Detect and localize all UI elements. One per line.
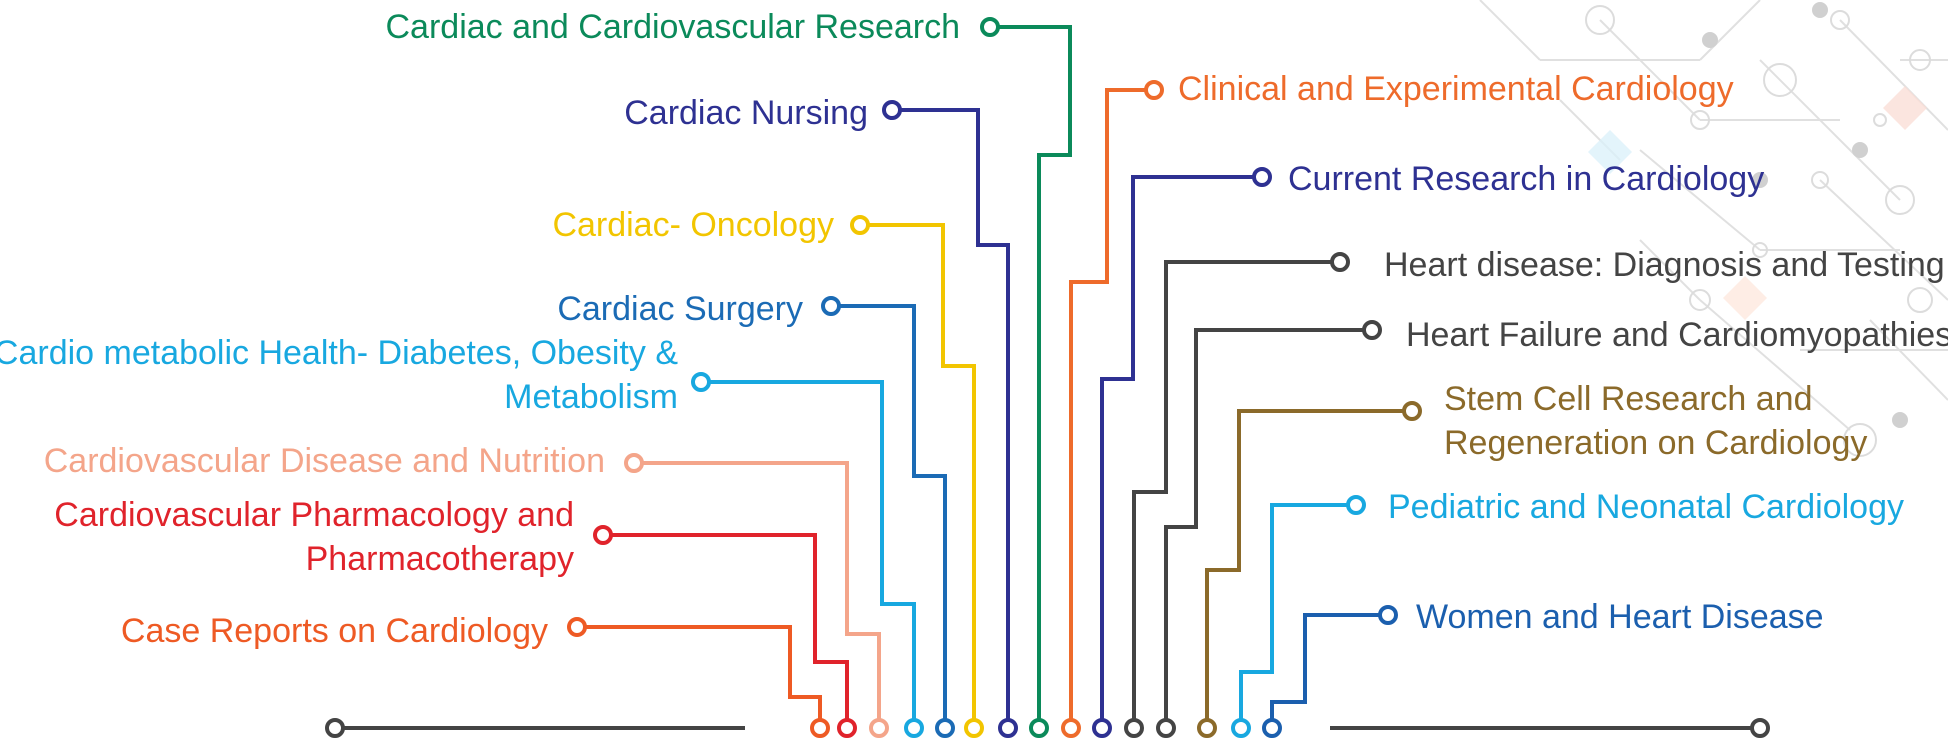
topic-label-line: Stem Cell Research and [1444,380,1813,418]
baseline-node-pediatric [1231,718,1251,738]
topic-label-line: Women and Heart Disease [1416,598,1824,636]
topic-label-pediatric: Pediatric and Neonatal Cardiology [1388,488,1904,526]
label-node-heart-failure [1362,320,1382,340]
baseline-node-heart-disease-diagnosis [1124,718,1144,738]
topic-label-cardiovascular-research: Cardiac and Cardiovascular Research [386,8,961,46]
label-node-clinical-experimental [1144,80,1164,100]
topic-label-line: Pediatric and Neonatal Cardiology [1388,488,1904,526]
label-node-stem-cell [1402,401,1422,421]
topic-label-line: Cardiovascular Pharmacology and [54,496,574,534]
connector-current-research [1100,175,1262,728]
topic-label-line: Metabolism [504,378,678,416]
label-node-case-reports [567,617,587,637]
connector-stem-cell [1205,409,1412,728]
baseline-node-cardiac-nursing [998,718,1018,738]
baseline-node-cardiac-oncology [964,718,984,738]
label-node-cardio-metabolic [691,372,711,392]
topic-label-line: Pharmacotherapy [306,540,574,578]
baseline-node-women-heart [1262,718,1282,738]
topic-label-cardiac-surgery: Cardiac Surgery [557,290,803,328]
label-node-pharmacology [593,525,613,545]
label-node-disease-nutrition [624,453,644,473]
topic-label-line: Regeneration on Cardiology [1444,424,1867,462]
topic-label-line: Heart Failure and Cardiomyopathies [1406,316,1948,354]
label-node-cardiac-oncology [850,215,870,235]
topic-label-heart-failure: Heart Failure and Cardiomyopathies [1406,316,1948,354]
label-node-cardiac-surgery [821,296,841,316]
connector-cardiovascular-research [990,25,1072,728]
connector-heart-disease-diagnosis [1132,260,1340,728]
connector-cardio-metabolic [701,380,916,728]
baseline-node-case-reports [810,718,830,738]
connector-cardiac-oncology [860,223,976,728]
topic-label-current-research: Current Research in Cardiology [1288,160,1764,198]
topic-label-heart-disease-diagnosis: Heart disease: Diagnosis and Testing [1384,246,1945,284]
label-node-pediatric [1346,495,1366,515]
topic-label-line: Cardiac and Cardiovascular Research [386,8,961,46]
connector-pharmacology [603,533,849,728]
baseline-node-cardio-metabolic [904,718,924,738]
topic-label-line: Cardiovascular Disease and Nutrition [44,442,605,480]
connector-cardiac-nursing [892,108,1010,728]
topic-label-cardiac-oncology: Cardiac- Oncology [552,206,834,244]
topic-label-cardiac-nursing: Cardiac Nursing [624,94,868,132]
topic-label-line: Current Research in Cardiology [1288,160,1764,198]
topic-label-case-reports: Case Reports on Cardiology [121,612,548,650]
topic-label-line: Heart disease: Diagnosis and Testing [1384,246,1945,284]
connector-heart-failure [1164,328,1372,728]
topic-label-disease-nutrition: Cardiovascular Disease and Nutrition [44,442,605,480]
baseline-node-stem-cell [1197,718,1217,738]
baseline-right-endpoint [1750,718,1770,738]
topic-label-line: Cardiac- Oncology [552,206,834,244]
connector-pediatric [1239,503,1356,728]
topic-label-line: Cardiac Nursing [624,94,868,132]
connector-case-reports [577,625,822,728]
baseline-left-endpoint [325,718,345,738]
baseline-node-cardiovascular-research [1029,718,1049,738]
label-node-heart-disease-diagnosis [1330,252,1350,272]
label-node-current-research [1252,167,1272,187]
baseline-node-disease-nutrition [869,718,889,738]
topic-label-line: Clinical and Experimental Cardiology [1178,70,1734,108]
topic-label-clinical-experimental: Clinical and Experimental Cardiology [1178,70,1734,108]
label-node-women-heart [1378,605,1398,625]
topic-label-line: Case Reports on Cardiology [121,612,548,650]
label-node-cardiovascular-research [980,17,1000,37]
baseline-node-cardiac-surgery [935,718,955,738]
connector-disease-nutrition [634,461,881,728]
baseline-node-heart-failure [1156,718,1176,738]
connector-cardiac-surgery [831,304,947,728]
baseline-node-current-research [1092,718,1112,738]
topic-label-line: Cardiac Surgery [557,290,803,328]
connector-clinical-experimental [1069,88,1154,728]
topic-label-cardio-metabolic: Cardio metabolic Health- Diabetes, Obesi… [0,334,678,416]
baseline-node-pharmacology [837,718,857,738]
connector-women-heart [1270,613,1388,728]
baseline-node-clinical-experimental [1061,718,1081,738]
topic-label-line: Cardio metabolic Health- Diabetes, Obesi… [0,334,678,372]
circuit-background-decoration [1479,0,1948,457]
label-node-cardiac-nursing [882,100,902,120]
topic-label-women-heart: Women and Heart Disease [1416,598,1824,636]
